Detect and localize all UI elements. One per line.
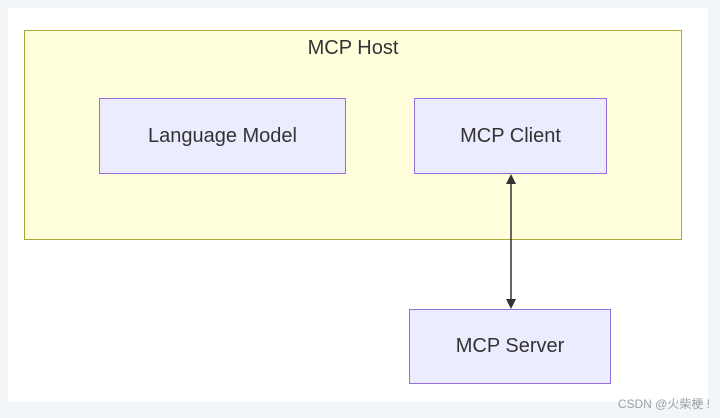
mcp-server-node: MCP Server [409, 309, 611, 384]
language-model-node: Language Model [99, 98, 346, 174]
mcp-client-label: MCP Client [460, 124, 561, 147]
mcp-server-label: MCP Server [455, 335, 565, 357]
mcp-client-node: MCP Client [414, 98, 607, 174]
mcp-host-label: MCP Host [307, 37, 399, 59]
csdn-watermark: CSDN @火柴梗 ! [617, 397, 710, 411]
language-model-label: Language Model [147, 124, 297, 147]
